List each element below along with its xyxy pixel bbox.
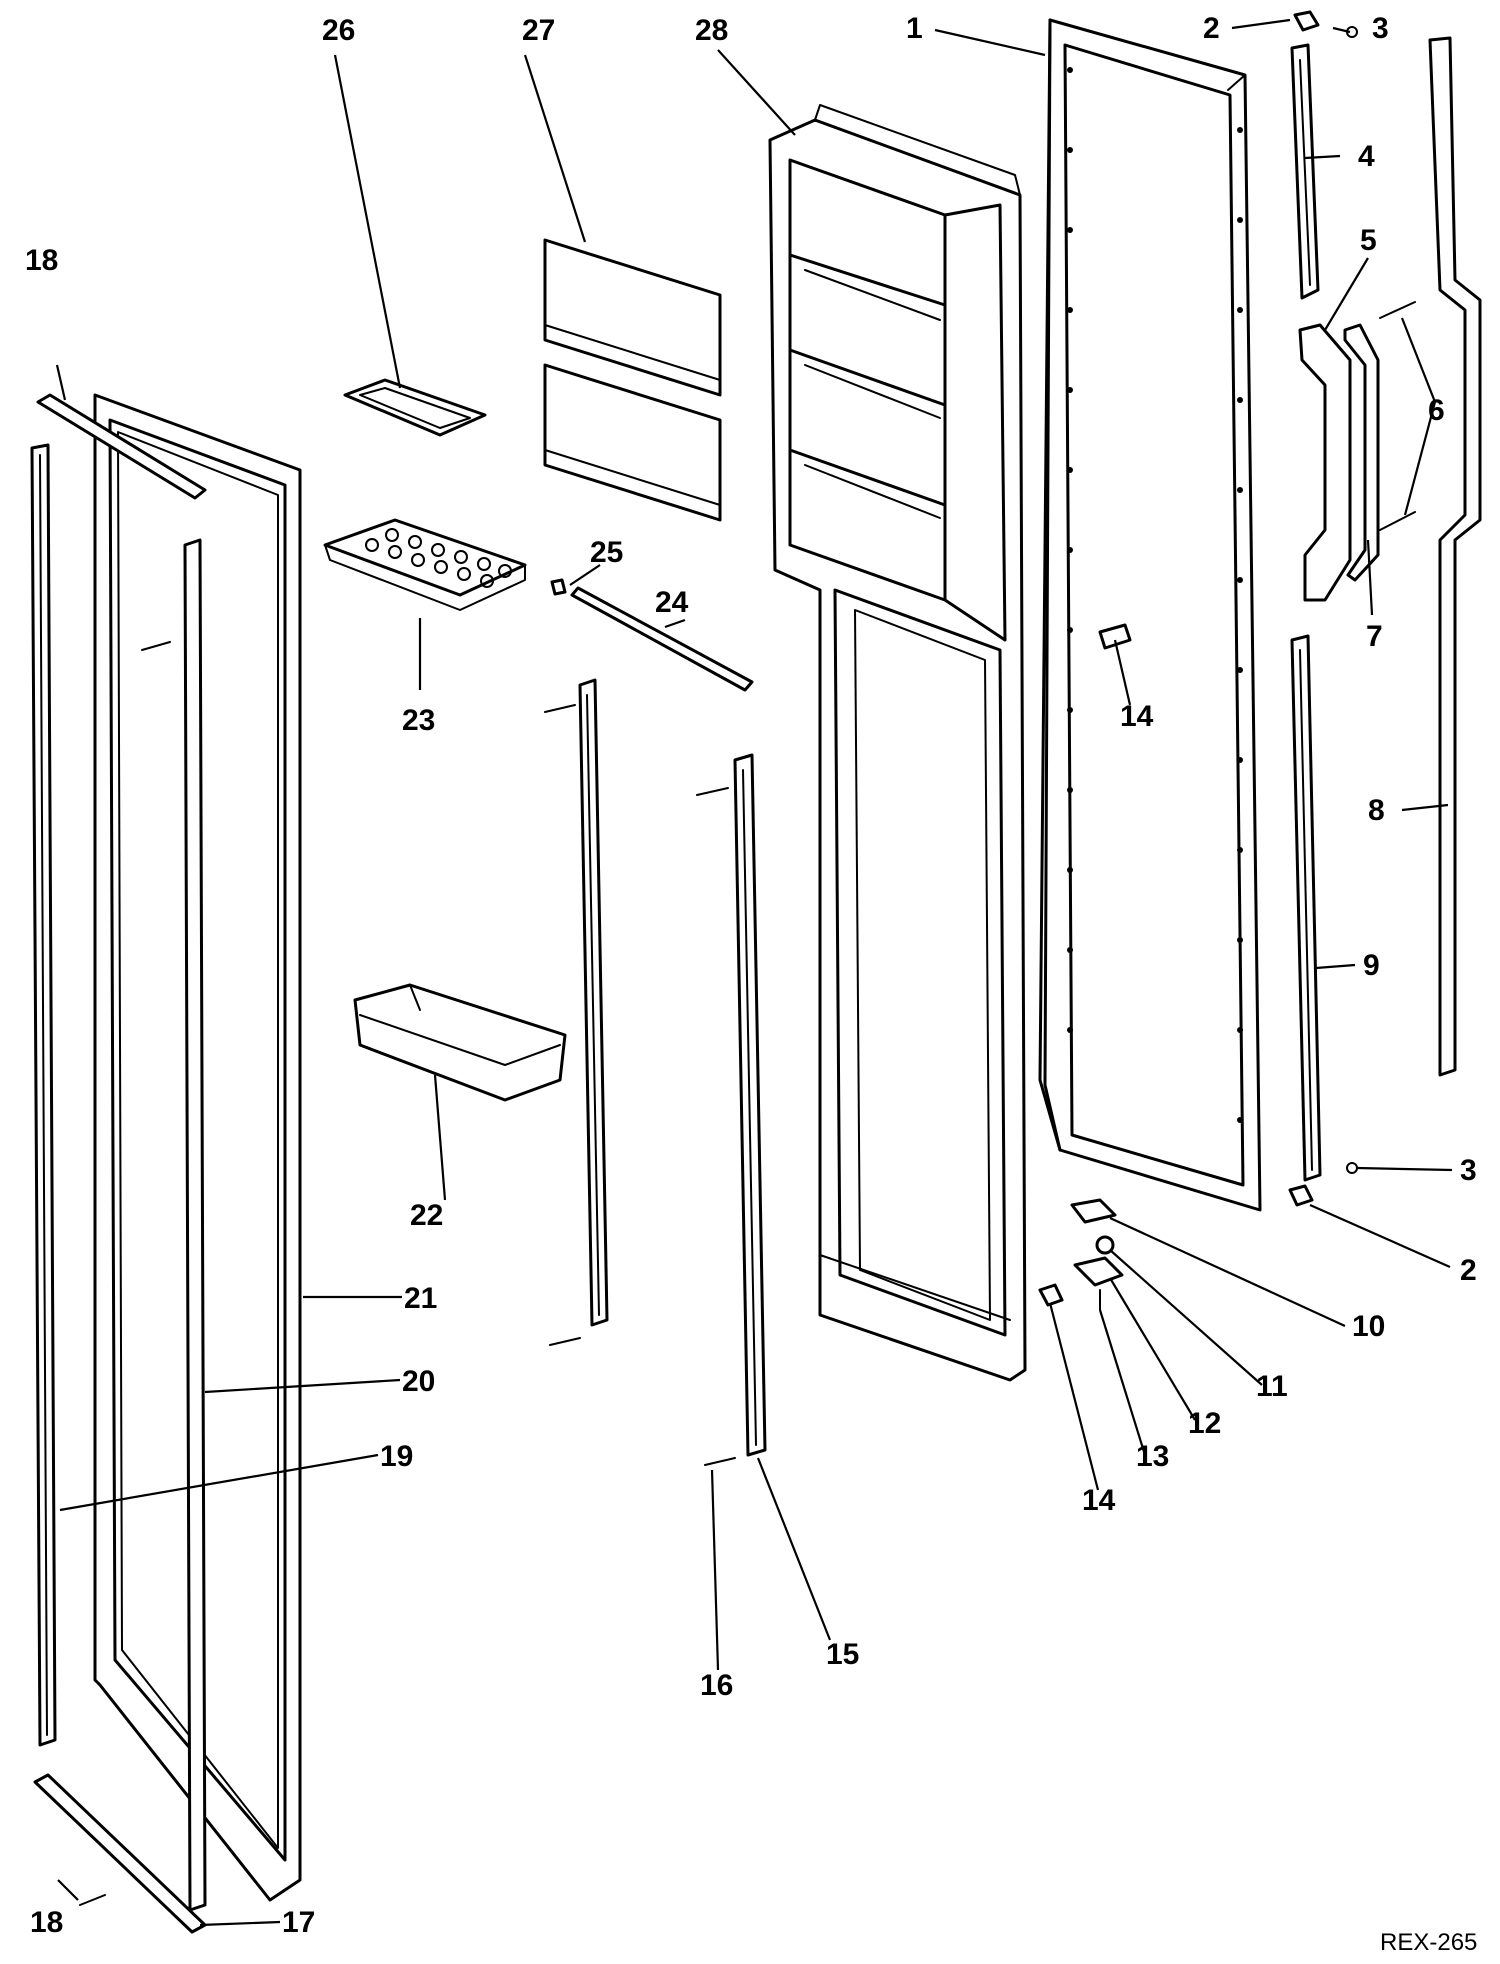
rail-screws bbox=[544, 704, 736, 1466]
door-bin bbox=[353, 983, 567, 1102]
callout-14-upper: 14 bbox=[1120, 700, 1154, 733]
dispenser-panel-upper bbox=[543, 238, 722, 397]
upper-trim-channel bbox=[1290, 43, 1320, 300]
door-stop-lower bbox=[1038, 1283, 1064, 1307]
hinge-pin-plate bbox=[1073, 1256, 1124, 1287]
callout-19: 19 bbox=[380, 1440, 413, 1473]
shelf-rod bbox=[570, 586, 754, 692]
callout-6-upper: 6 bbox=[1428, 394, 1445, 427]
callout-7: 7 bbox=[1366, 620, 1383, 653]
strip-screw bbox=[141, 641, 171, 651]
callout-labels: 1 2 3 4 5 6 7 8 9 3 2 10 11 12 13 14 14 … bbox=[25, 12, 1477, 1939]
door-liner-strip bbox=[30, 443, 57, 1747]
inner-liner-strip bbox=[183, 538, 207, 1912]
callout-4: 4 bbox=[1358, 140, 1375, 173]
callout-26: 26 bbox=[322, 14, 355, 47]
shelf-rail-right bbox=[733, 753, 767, 1457]
callout-3-bottom: 3 bbox=[1460, 1154, 1477, 1187]
callout-18-bottom: 18 bbox=[30, 1906, 63, 1939]
door-handle bbox=[1298, 323, 1352, 602]
callout-1: 1 bbox=[906, 12, 923, 45]
dispenser-panel-lower bbox=[543, 363, 722, 522]
callout-13: 13 bbox=[1136, 1440, 1169, 1473]
callout-21: 21 bbox=[404, 1282, 437, 1315]
callout-17: 17 bbox=[282, 1906, 315, 1939]
inner-door-liner bbox=[768, 104, 1027, 1382]
trim-screw bbox=[79, 1894, 106, 1906]
callout-11: 11 bbox=[1256, 1370, 1288, 1403]
callout-10: 10 bbox=[1352, 1310, 1385, 1343]
callout-2-bottom: 2 bbox=[1460, 1254, 1477, 1287]
callout-28: 28 bbox=[695, 14, 728, 47]
callout-23: 23 bbox=[402, 704, 435, 737]
callout-25: 25 bbox=[590, 536, 623, 569]
callout-22: 22 bbox=[410, 1199, 443, 1232]
callout-8: 8 bbox=[1368, 794, 1385, 827]
top-door-trim bbox=[36, 393, 207, 500]
lower-trim-channel bbox=[1290, 634, 1322, 1182]
small-tray bbox=[343, 378, 487, 437]
callout-15: 15 bbox=[826, 1638, 859, 1671]
callout-9: 9 bbox=[1363, 949, 1380, 982]
drawing-reference-code: REX-265 bbox=[1380, 1929, 1477, 1956]
side-trim bbox=[1428, 36, 1482, 1077]
egg-tray bbox=[323, 518, 527, 611]
callout-18-top: 18 bbox=[25, 244, 58, 277]
rod-end-cap bbox=[550, 578, 567, 596]
callout-16: 16 bbox=[700, 1669, 733, 1702]
callout-14-lower: 14 bbox=[1082, 1484, 1116, 1517]
leader-lines bbox=[55, 18, 1453, 1927]
hinge-cap-top bbox=[1293, 10, 1320, 32]
handle-cover bbox=[1343, 323, 1380, 582]
outer-door-panel bbox=[1038, 18, 1262, 1212]
callout-12: 12 bbox=[1188, 1407, 1221, 1440]
callout-3-top: 3 bbox=[1372, 12, 1389, 45]
handle-screws bbox=[1379, 301, 1416, 531]
shelf-rail-left bbox=[578, 678, 609, 1327]
callout-24: 24 bbox=[655, 586, 689, 619]
callout-20: 20 bbox=[402, 1365, 435, 1398]
callout-5: 5 bbox=[1360, 224, 1377, 257]
door-stop-upper bbox=[1098, 623, 1132, 650]
hinge-bracket bbox=[1070, 1198, 1117, 1224]
callout-2-top: 2 bbox=[1203, 12, 1220, 45]
hinge-cap-bottom bbox=[1288, 1184, 1314, 1207]
screw-bottom bbox=[1346, 1162, 1358, 1174]
callout-27: 27 bbox=[522, 14, 555, 47]
hinge-bushing bbox=[1095, 1235, 1115, 1255]
